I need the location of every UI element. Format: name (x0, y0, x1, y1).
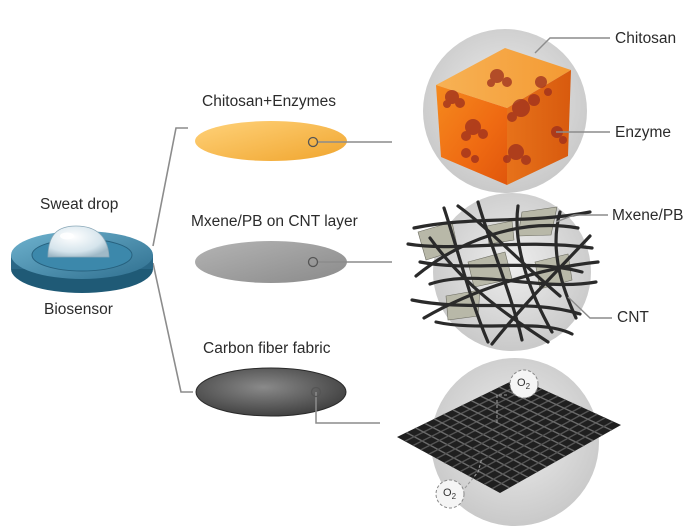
o2-bottom-symbol: O (443, 487, 452, 499)
fabric-thread (428, 391, 551, 455)
sweat-drop-shape (47, 225, 110, 258)
fabric-thread (412, 384, 535, 447)
fabric-inset (397, 358, 621, 526)
enzyme-clusters (443, 69, 567, 165)
fabric-thread (460, 406, 582, 473)
mxene-pb-label: Mxene/PB (612, 207, 684, 224)
biosensor-disc (11, 225, 153, 293)
layer2-label: Mxene/PB on CNT layer (191, 213, 358, 230)
fabric-thread (443, 413, 547, 468)
fabric-thread (480, 395, 585, 447)
cnt-layer-ellipse (195, 241, 347, 283)
sweat-drop-label: Sweat drop (40, 196, 119, 213)
layer1-label: Chitosan+Enzymes (202, 93, 336, 110)
fabric-thread (467, 409, 590, 477)
fabric-thread (491, 420, 614, 490)
fabric-layer-ellipse (195, 367, 347, 417)
callout-lines (534, 37, 612, 319)
cnt-label: CNT (617, 309, 649, 326)
fabric-thread (461, 404, 566, 458)
cnt-fibers (406, 200, 600, 346)
fabric-thread (424, 422, 529, 478)
o2-bubble-bottom (435, 479, 465, 509)
o2-top-subscript: 2 (525, 382, 531, 392)
fabric-thread (452, 402, 574, 468)
o2-bubble-top (509, 369, 539, 399)
o2-top-label: O2 (517, 378, 530, 391)
fabric-thread (489, 390, 594, 442)
fabric-thread (405, 431, 510, 489)
connector-lines (315, 141, 392, 424)
fabric-thread (436, 395, 558, 460)
enzyme-layer-ellipse (195, 121, 347, 161)
fabric-thread (452, 409, 557, 463)
enzyme-label: Enzyme (615, 124, 671, 141)
connector-dots (307, 136, 322, 398)
fabric-thread (420, 388, 543, 451)
fabric-weave-pattern (404, 380, 614, 490)
o2-top-symbol: O (517, 377, 526, 389)
cnt-mxene-inset (406, 193, 600, 351)
fabric-thread (433, 418, 538, 473)
layer3-label: Carbon fiber fabric (203, 340, 331, 357)
woven-fabric (397, 378, 621, 493)
bracket-line (152, 127, 193, 393)
chitosan-cube-inset (423, 29, 587, 193)
fabric-thread (483, 417, 606, 485)
fabric-thread (404, 380, 527, 442)
fabric-thread (475, 413, 598, 481)
o2-bottom-subscript: 2 (451, 492, 457, 502)
o2-bottom-label: O2 (443, 488, 456, 501)
chitosan-label: Chitosan (615, 30, 677, 47)
biosensor-label: Biosensor (44, 301, 113, 318)
o2-arrows (464, 394, 508, 489)
fabric-thread (415, 427, 519, 484)
fabric-thread (444, 399, 566, 464)
fabric-thread (471, 400, 575, 452)
